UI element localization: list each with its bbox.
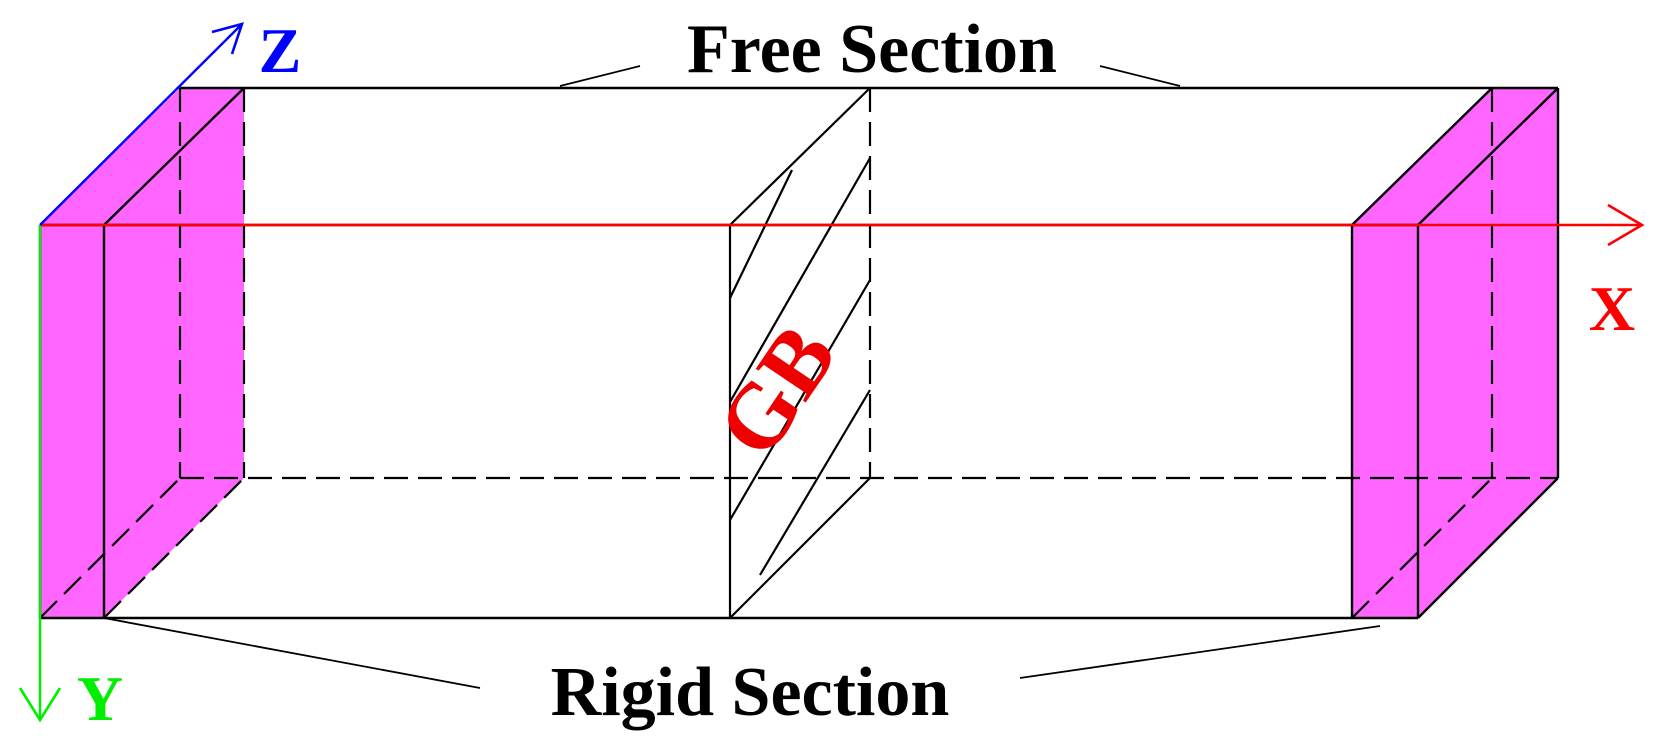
axis-y-label: Y bbox=[77, 663, 123, 734]
rigid-left-front-face bbox=[40, 225, 104, 618]
grain-boundary-label: GB bbox=[697, 307, 856, 474]
axis-x bbox=[40, 203, 1645, 247]
rigid-left-top-face bbox=[40, 88, 244, 225]
rigid-section-right bbox=[1352, 88, 1558, 618]
axis-z-label: Z bbox=[259, 15, 302, 86]
free-section-label: Free Section bbox=[687, 11, 1057, 88]
rigid-section-leader-right bbox=[1019, 625, 1381, 679]
rigid-section-leader-left bbox=[103, 617, 481, 689]
grain-boundary-plane bbox=[728, 87, 872, 619]
axis-z bbox=[39, 22, 244, 226]
axis-y bbox=[18, 225, 62, 723]
free-section-leader-left bbox=[559, 65, 641, 87]
axis-x-label: X bbox=[1589, 273, 1635, 344]
rigid-right-front-face bbox=[1352, 225, 1418, 618]
label-leaders bbox=[103, 65, 1381, 689]
free-section-leader-right bbox=[1099, 65, 1181, 87]
rigid-left-side-face bbox=[104, 88, 244, 618]
rigid-right-side-face bbox=[1418, 88, 1558, 618]
rigid-right-top-face bbox=[1352, 88, 1558, 225]
rigid-section-left bbox=[40, 88, 244, 618]
rigid-section-label: Rigid Section bbox=[551, 654, 950, 731]
